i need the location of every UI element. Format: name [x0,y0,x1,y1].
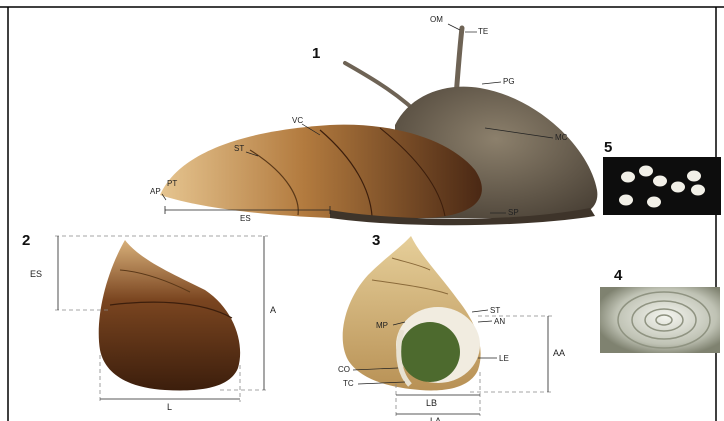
egg [653,176,667,187]
leader-om [448,24,460,30]
panel-3-shell [343,236,481,390]
leader-an [478,321,492,322]
label-pg: PG [503,77,515,86]
label-es-2: ES [30,269,42,279]
egg [647,197,661,208]
panel-4-spiral [600,287,720,353]
label-lb: LB [426,398,437,408]
shell-2-outline [99,240,240,390]
label-a: A [270,305,276,315]
egg [639,166,653,177]
label-an: AN [494,317,505,326]
label-l: L [167,402,172,412]
panel-number-2: 2 [22,232,30,249]
label-st-1: ST [234,144,244,153]
label-mp: MP [376,321,388,330]
label-vc: VC [292,116,303,125]
aperture-interior [400,322,460,382]
label-es-1: ES [240,214,251,223]
egg [671,182,685,193]
label-la: LA [430,416,441,421]
panel-2-shell [99,240,240,390]
label-st-3: ST [490,306,500,315]
panel-number-3: 3 [372,232,380,249]
panel-1-snail [160,28,597,225]
panel-5-eggs [603,157,721,215]
egg [691,185,705,196]
egg [619,195,633,206]
panel-number-1: 1 [312,45,320,62]
label-mc: MC [555,133,568,142]
panel-number-4: 4 [614,267,623,284]
label-om: OM [430,15,443,24]
label-sp: SP [508,208,519,217]
egg [621,172,635,183]
label-aa: AA [553,348,565,358]
leader-st-3 [472,310,488,312]
label-te: TE [478,27,488,36]
label-co: CO [338,365,350,374]
label-ap: AP [150,187,161,196]
label-tc: TC [343,379,354,388]
panel-number-5: 5 [604,139,612,156]
label-pt: PT [167,179,177,188]
egg [687,171,701,182]
leader-pg [482,82,501,84]
label-le: LE [499,354,509,363]
